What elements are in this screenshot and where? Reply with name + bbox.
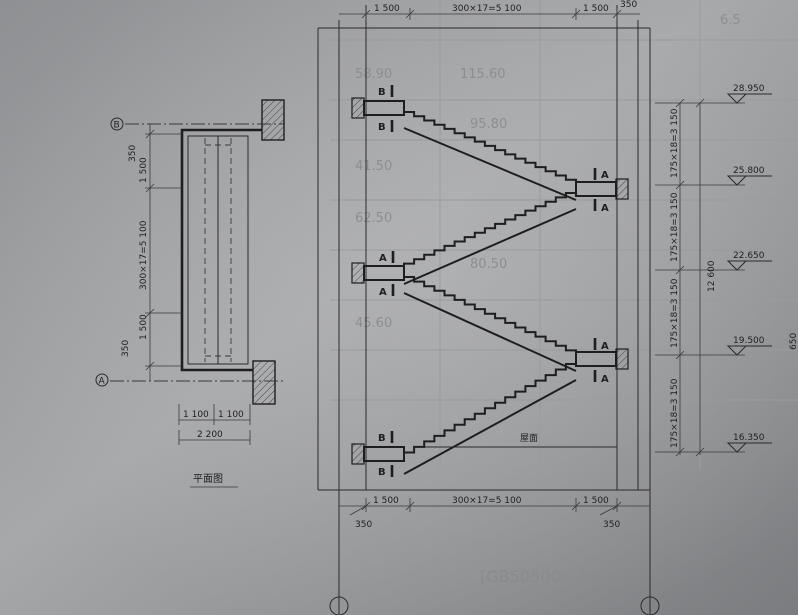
section-top-dim-mid: 300×17=5 100 (452, 4, 522, 14)
plan-dim-1100-right: 1 100 (218, 410, 244, 420)
section-axis-right-bubble (640, 596, 660, 615)
plan-dim-1500-top: 1 500 (139, 157, 149, 183)
section-mark-b-top-2: B (378, 122, 386, 133)
landing-wall-bottom-left (351, 443, 365, 465)
section-mark-a-upper-1: A (601, 170, 609, 181)
section-mark-b-bottom-1: B (378, 433, 386, 444)
section-mark-a-lower-1: A (601, 341, 609, 352)
edge-text: 650 (789, 333, 798, 350)
plan-dim-1100-left: 1 100 (183, 410, 209, 420)
section-axis-left-bubble (329, 596, 349, 615)
section-view: 1 500 300×17=5 100 1 500 350 1 500 300×1… (317, 0, 798, 615)
flight-4 (403, 111, 577, 201)
plan-wall-bottom (252, 360, 276, 405)
plan-view: B A 350 1 500 300×17=5 100 1 500 350 (95, 99, 285, 488)
landing-wall-mid-left (351, 262, 365, 284)
elevation-label: 16.350 (733, 433, 765, 443)
bg-cell-1: 115.60 (460, 67, 506, 82)
bg-cell-6: 80.50 (470, 257, 507, 272)
flight-dim-1: 175×18=3 150 (670, 108, 680, 178)
plan-dim-1500-bottom: 1 500 (139, 314, 149, 340)
plan-dim-total: 2 200 (197, 430, 223, 440)
elevation-label: 19.500 (733, 336, 765, 346)
plan-title: 平面图 (193, 473, 223, 485)
flight-3-soffit (403, 208, 577, 285)
section-top-dim-right: 1 500 (583, 4, 609, 14)
flight-1-soffit (403, 379, 577, 475)
plan-dim-run: 300×17=5 100 (139, 220, 149, 290)
section-top-dim-left: 1 500 (374, 4, 400, 14)
flight-dim-2: 175×18=3 150 (670, 192, 680, 262)
section-top-dim-end: 350 (620, 0, 637, 10)
plan-axis-b-label: B (114, 121, 120, 131)
landing-wall-upper-right (615, 178, 629, 200)
bg-cell-8: 6.5 (720, 13, 741, 28)
section-mark-a-lower-2: A (601, 374, 609, 385)
elevation-markers: 28.950 25.800 22.650 19.500 16.350 (726, 84, 772, 453)
flight-2 (403, 276, 577, 372)
section-bottom-dim-right: 1 500 (583, 496, 609, 506)
section-bottom-dim-left: 1 500 (373, 496, 399, 506)
flight-dim-3: 175×18=3 150 (670, 278, 680, 348)
elevation-label: 25.800 (733, 166, 765, 176)
section-mark-b-bottom-2: B (378, 467, 386, 478)
bg-cell-3: 95.80 (470, 117, 507, 132)
bg-cell-4: 41.50 (355, 159, 392, 174)
section-mark-a-mid-1: A (379, 253, 387, 264)
roof-label: 屋面 (520, 433, 538, 444)
plan-stair-outline (180, 128, 262, 372)
flight-3 (403, 192, 577, 285)
plan-dim-350-top: 350 (128, 145, 138, 162)
section-markers: B B A A B B A A A A (378, 85, 609, 478)
landings (351, 97, 629, 465)
landing-mid-left (363, 265, 405, 281)
landing-wall-top-left (351, 97, 365, 119)
plan-axis-b-bubble (110, 117, 124, 131)
elevation-marker: 25.800 (726, 166, 772, 186)
elevation-label: 22.650 (733, 251, 765, 261)
section-mark-b-top-1: B (378, 87, 386, 98)
flight-4-steps (404, 111, 577, 184)
elevation-marker: 16.350 (726, 433, 772, 453)
flight-1-steps (403, 363, 576, 458)
elevation-marker: 22.650 (726, 251, 772, 271)
background-table: 115.60 58.90 95.80 41.50 62.50 80.50 45.… (330, 0, 798, 586)
flight-1 (403, 363, 577, 475)
section-mark-a-upper-2: A (601, 203, 609, 214)
plan-axis-a-bubble (95, 373, 109, 387)
landing-wall-lower-right (615, 348, 629, 370)
elevation-marker: 28.950 (726, 84, 772, 104)
total-height-dim: 12 600 (707, 260, 717, 292)
landing-top-left (363, 100, 405, 116)
section-mark-a-mid-2: A (379, 287, 387, 298)
bg-cell-5: 62.50 (355, 211, 392, 226)
flight-dim-4: 175×18=3 150 (670, 378, 680, 448)
flight-4-soffit (403, 127, 577, 201)
section-bottom-dim-end-left: 350 (355, 520, 372, 530)
elevation-label: 28.950 (733, 84, 765, 94)
height-dim-ticks (655, 98, 745, 457)
plan-wall-top (261, 99, 285, 141)
bg-cell-7: 45.60 (355, 316, 392, 331)
section-bottom-dim-end-right: 350 (603, 520, 620, 530)
footer-text: [GB50500—2008] (480, 567, 623, 586)
plan-axis-a-label: A (99, 377, 106, 387)
section-bottom-dim-mid: 300×17=5 100 (452, 496, 522, 506)
plan-dim-350-bottom: 350 (121, 340, 131, 357)
flight-3-steps (403, 192, 576, 268)
elevation-marker: 19.500 (726, 336, 772, 356)
stair-flights (403, 111, 577, 475)
bg-cell-2: 58.90 (355, 67, 392, 82)
flight-2-soffit (403, 292, 577, 372)
flight-2-steps (404, 276, 577, 355)
